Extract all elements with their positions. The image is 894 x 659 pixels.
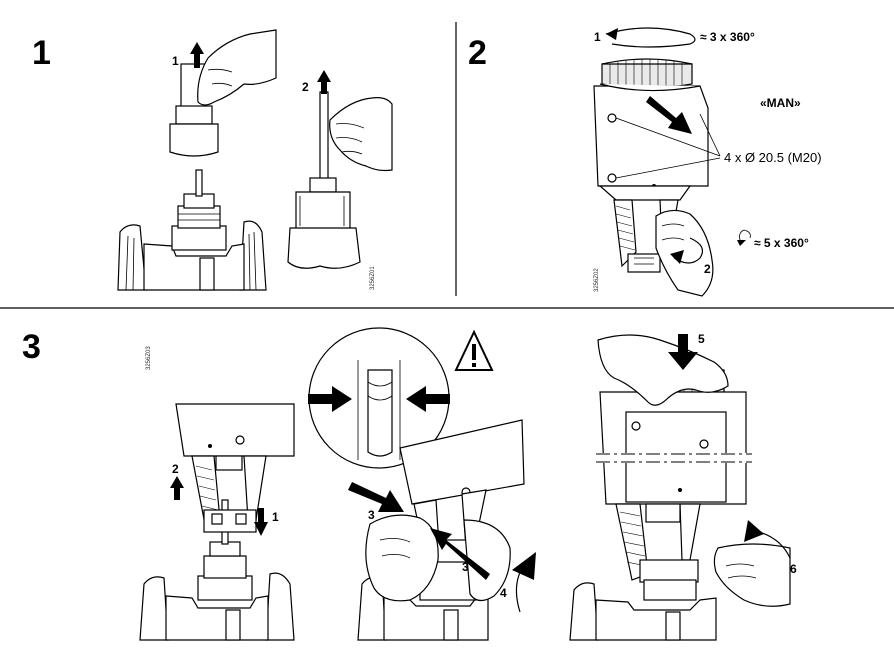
- step2-holes-label: 4 x Ø 20.5 (M20): [724, 150, 822, 165]
- step3-arrow-label-5: 5: [698, 332, 705, 346]
- step3-arrow-label-3b: 3: [462, 560, 469, 574]
- step1-removed-part: [287, 70, 393, 269]
- step3-middle-assembly: [308, 327, 536, 641]
- step2-arrow-label-2: 2: [704, 262, 711, 276]
- step3-arrow-label-3a: 3: [368, 508, 375, 522]
- step1-arrow-label-1: 1: [172, 54, 179, 68]
- step2-arrow-label-1: 1: [594, 30, 601, 44]
- step3-arrow-label-4: 4: [500, 586, 507, 600]
- step2-actuator: [593, 27, 751, 297]
- step-number-2: 2: [468, 34, 487, 72]
- step3-left-assembly: [139, 403, 295, 641]
- step2-rotation-label-1: ≈ 3 x 360°: [700, 30, 755, 44]
- step3-arrow-label-6: 6: [790, 562, 797, 576]
- step2-figure-code: 3256Z02: [594, 268, 600, 292]
- step3-figure-code: 3256Z03: [146, 346, 152, 370]
- step-number-1: 1: [32, 34, 51, 72]
- step2-man-label: «MAN»: [760, 96, 801, 110]
- step1-actuator-part: [169, 29, 277, 157]
- step1-arrow-label-2: 2: [302, 80, 309, 94]
- step3-arrow-label-1: 1: [272, 510, 279, 524]
- step1-valve-body: [117, 169, 267, 291]
- step1-figure-code: 3256Z01: [370, 266, 376, 290]
- step2-rotation-label-2: ≈ 5 x 360°: [754, 236, 809, 250]
- step-number-3: 3: [22, 328, 41, 366]
- step3-arrow-label-2: 2: [172, 462, 179, 476]
- step3-right-assembly: [569, 334, 791, 641]
